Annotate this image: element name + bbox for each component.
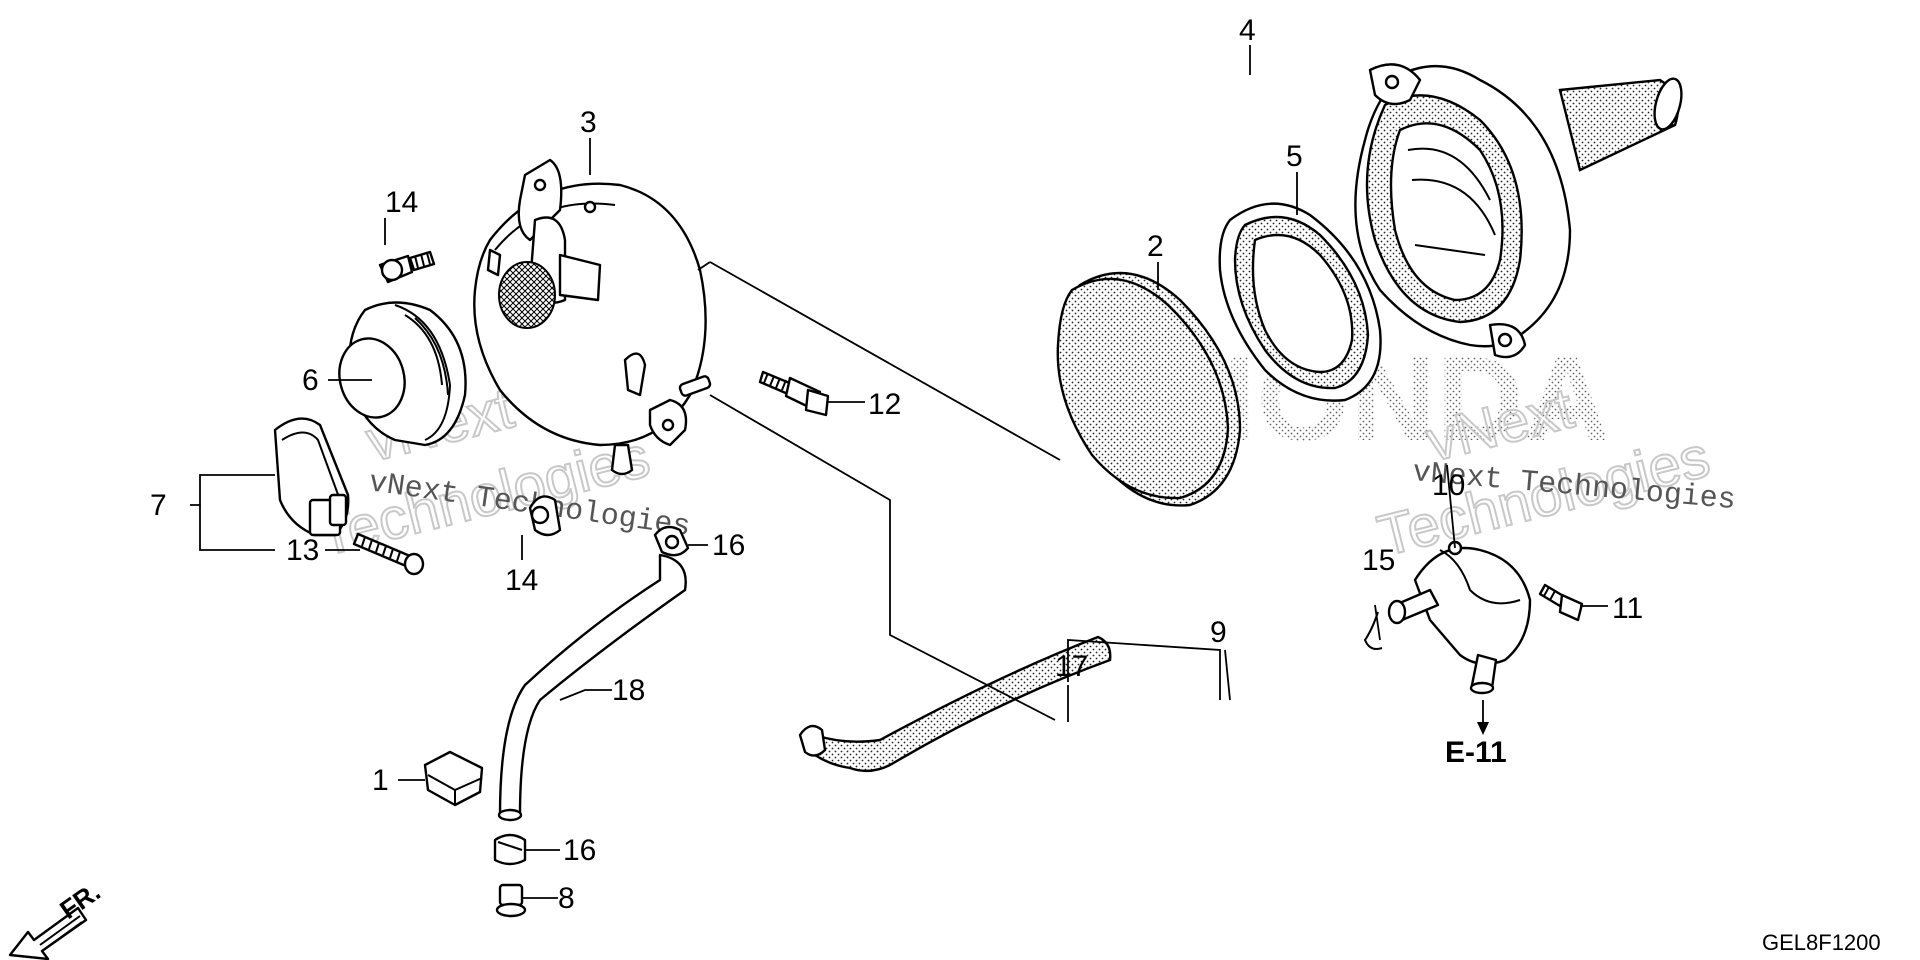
part-screw-11 bbox=[1538, 583, 1584, 622]
callout-11: 11 bbox=[1612, 592, 1643, 625]
callout-14-lower: 14 bbox=[505, 564, 538, 597]
callout-5: 5 bbox=[1286, 140, 1303, 173]
part-clamp-screw bbox=[352, 532, 425, 576]
callout-18: 18 bbox=[612, 674, 645, 707]
part-bolt-top bbox=[378, 250, 436, 284]
callout-12: 12 bbox=[868, 388, 901, 421]
callout-16-lower: 16 bbox=[563, 834, 596, 867]
part-clip-upper bbox=[653, 525, 690, 557]
callout-15: 15 bbox=[1362, 544, 1395, 577]
reference-e11: E-11 bbox=[1445, 736, 1507, 769]
part-bolt-12 bbox=[758, 370, 830, 417]
callout-7: 7 bbox=[150, 489, 167, 522]
part-air-cleaner-housing bbox=[1354, 63, 1683, 359]
callout-3: 3 bbox=[580, 106, 597, 139]
diagram-code: GEL8F1200 bbox=[1762, 930, 1881, 955]
callout-16-upper: 16 bbox=[712, 529, 745, 562]
leader-lines bbox=[190, 45, 1608, 899]
callout-17: 17 bbox=[1055, 650, 1088, 683]
front-direction-label: FR. bbox=[54, 876, 106, 925]
part-screw-lower bbox=[528, 495, 562, 537]
callout-10: 10 bbox=[1432, 469, 1465, 502]
part-air-cleaner-cover bbox=[473, 158, 712, 476]
callouts: 1 2 3 4 5 6 7 8 9 10 11 12 13 14 14 15 1… bbox=[150, 14, 1643, 915]
callout-6: 6 bbox=[302, 364, 319, 397]
part-breather-tube bbox=[813, 635, 1112, 773]
callout-14-top: 14 bbox=[385, 186, 418, 219]
front-direction-arrow bbox=[8, 906, 88, 960]
part-clip-17 bbox=[798, 724, 827, 757]
brand-watermark: HONDA bbox=[1170, 332, 1610, 466]
part-plug bbox=[495, 883, 527, 918]
callout-13: 13 bbox=[286, 534, 319, 567]
part-clip-lower bbox=[493, 833, 527, 866]
callout-9: 9 bbox=[1210, 616, 1227, 649]
part-drain-tube bbox=[497, 553, 687, 822]
part-clamp-band bbox=[273, 417, 350, 537]
part-joint bbox=[1387, 540, 1532, 695]
callout-1: 1 bbox=[372, 764, 389, 797]
part-clip-15 bbox=[1363, 611, 1383, 650]
part-filter-element bbox=[1056, 271, 1242, 507]
callout-4: 4 bbox=[1239, 14, 1256, 47]
part-connecting-tube bbox=[338, 301, 467, 447]
part-seal-ring bbox=[1218, 202, 1382, 402]
callout-8: 8 bbox=[558, 882, 575, 915]
callout-2: 2 bbox=[1147, 230, 1164, 263]
part-holder bbox=[423, 750, 484, 807]
